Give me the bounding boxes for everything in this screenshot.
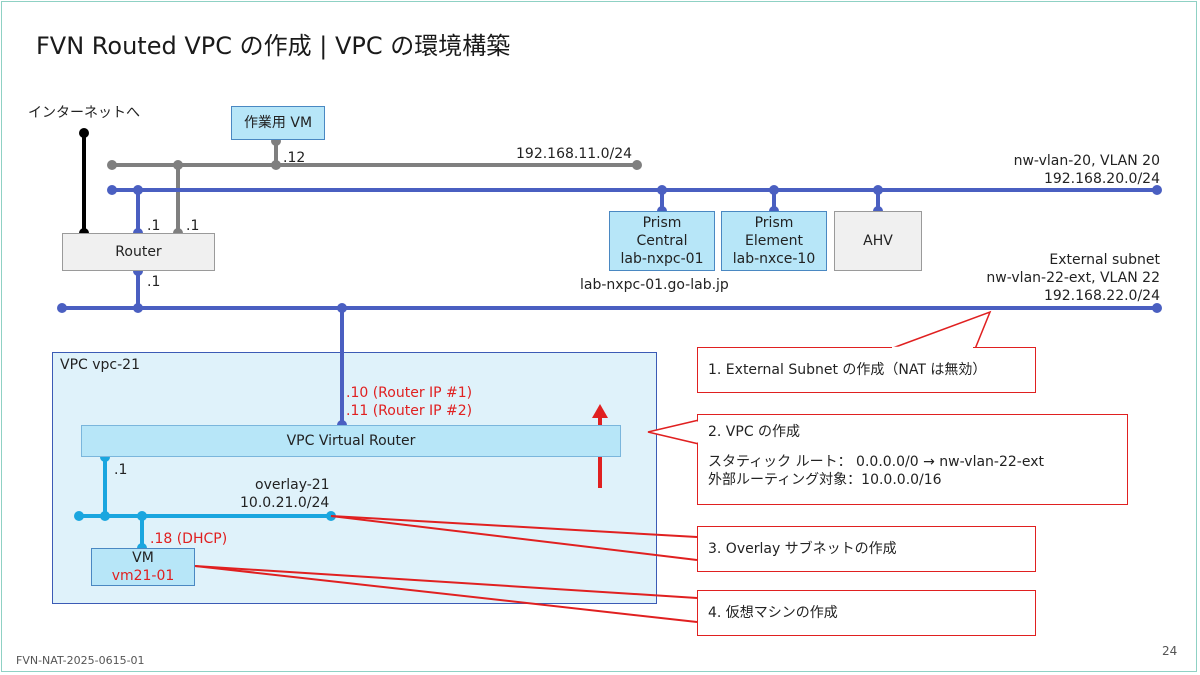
vm-ip: .18 (DHCP) <box>150 531 228 547</box>
page-number: 24 <box>1162 644 1178 658</box>
overlay-cidr: 10.0.21.0/24 <box>240 495 330 511</box>
net11-cidr: 192.168.11.0/24 <box>516 146 633 162</box>
prism-element-name: lab-nxce-10 <box>732 251 816 267</box>
callout-3: 3. Overlay サブネットの作成 <box>697 526 1036 572</box>
ahv-box: AHV <box>834 211 922 271</box>
callout-1-text: 1. External Subnet の作成（NAT は無効） <box>708 362 987 378</box>
router-box: Router <box>62 233 215 271</box>
prism-central-line1: Prism <box>642 215 682 231</box>
vpc-virtual-router-label: VPC Virtual Router <box>286 433 416 449</box>
overlay-gateway-ip: .1 <box>114 462 128 478</box>
work-vm-box: 作業用 VM <box>231 106 325 140</box>
prism-central-box: Prism Central lab-nxpc-01 <box>609 211 715 271</box>
router-label: Router <box>115 244 162 260</box>
ext-subnet-cidr: 192.168.22.0/24 <box>1043 288 1160 304</box>
vpc-router-ip2: .11 (Router IP #2) <box>346 403 473 419</box>
prism-element-line1: Prism <box>754 215 794 231</box>
ext-subnet-title: External subnet <box>1049 252 1160 268</box>
overlay-name: overlay-21 <box>255 477 330 493</box>
router-ip-net11: .1 <box>186 218 200 234</box>
vm-box: VM vm21-01 <box>91 548 195 586</box>
work-vm-ip: .12 <box>283 150 306 166</box>
router-ip-vlan22: .1 <box>147 274 161 290</box>
work-vm-label: 作業用 VM <box>243 115 313 131</box>
prism-element-box: Prism Element lab-nxce-10 <box>721 211 827 271</box>
callout-4-text: 4. 仮想マシンの作成 <box>708 605 838 621</box>
vpc-router-ip1: .10 (Router IP #1) <box>346 385 473 401</box>
ahv-label: AHV <box>863 233 893 249</box>
callout-2: 2. VPC の作成 スタティック ルート： 0.0.0.0/0 → nw-vl… <box>697 414 1128 505</box>
vpc-label: VPC vpc-21 <box>60 357 140 373</box>
callout-2-title: 2. VPC の作成 <box>708 424 801 440</box>
callout-3-text: 3. Overlay サブネットの作成 <box>708 541 897 557</box>
callout-4: 4. 仮想マシンの作成 <box>697 590 1036 636</box>
ext-subnet-name: nw-vlan-22-ext, VLAN 22 <box>986 270 1160 286</box>
router-ip-vlan20: .1 <box>147 218 161 234</box>
footer-doc-id: FVN-NAT-2025-0615-01 <box>16 654 145 667</box>
callout-1: 1. External Subnet の作成（NAT は無効） <box>697 347 1036 393</box>
internet-label: インターネットへ <box>28 105 140 121</box>
prism-central-name: lab-nxpc-01 <box>620 251 704 267</box>
prism-central-line2: Central <box>636 233 688 249</box>
callout-2-static-route: スタティック ルート： 0.0.0.0/0 → nw-vlan-22-ext <box>708 454 1044 470</box>
vm-name: vm21-01 <box>111 568 175 584</box>
slide-title: FVN Routed VPC の作成 | VPC の環境構築 <box>36 32 511 60</box>
pc-fqdn: lab-nxpc-01.go-lab.jp <box>580 277 729 293</box>
net20-cidr: 192.168.20.0/24 <box>1043 171 1160 187</box>
callout-2-external-routing: 外部ルーティング対象：10.0.0.0/16 <box>708 472 942 488</box>
vm-label: VM <box>132 550 154 566</box>
prism-element-line2: Element <box>745 233 803 249</box>
net20-name: nw-vlan-20, VLAN 20 <box>1013 153 1160 169</box>
vpc-virtual-router: VPC Virtual Router <box>81 425 621 457</box>
